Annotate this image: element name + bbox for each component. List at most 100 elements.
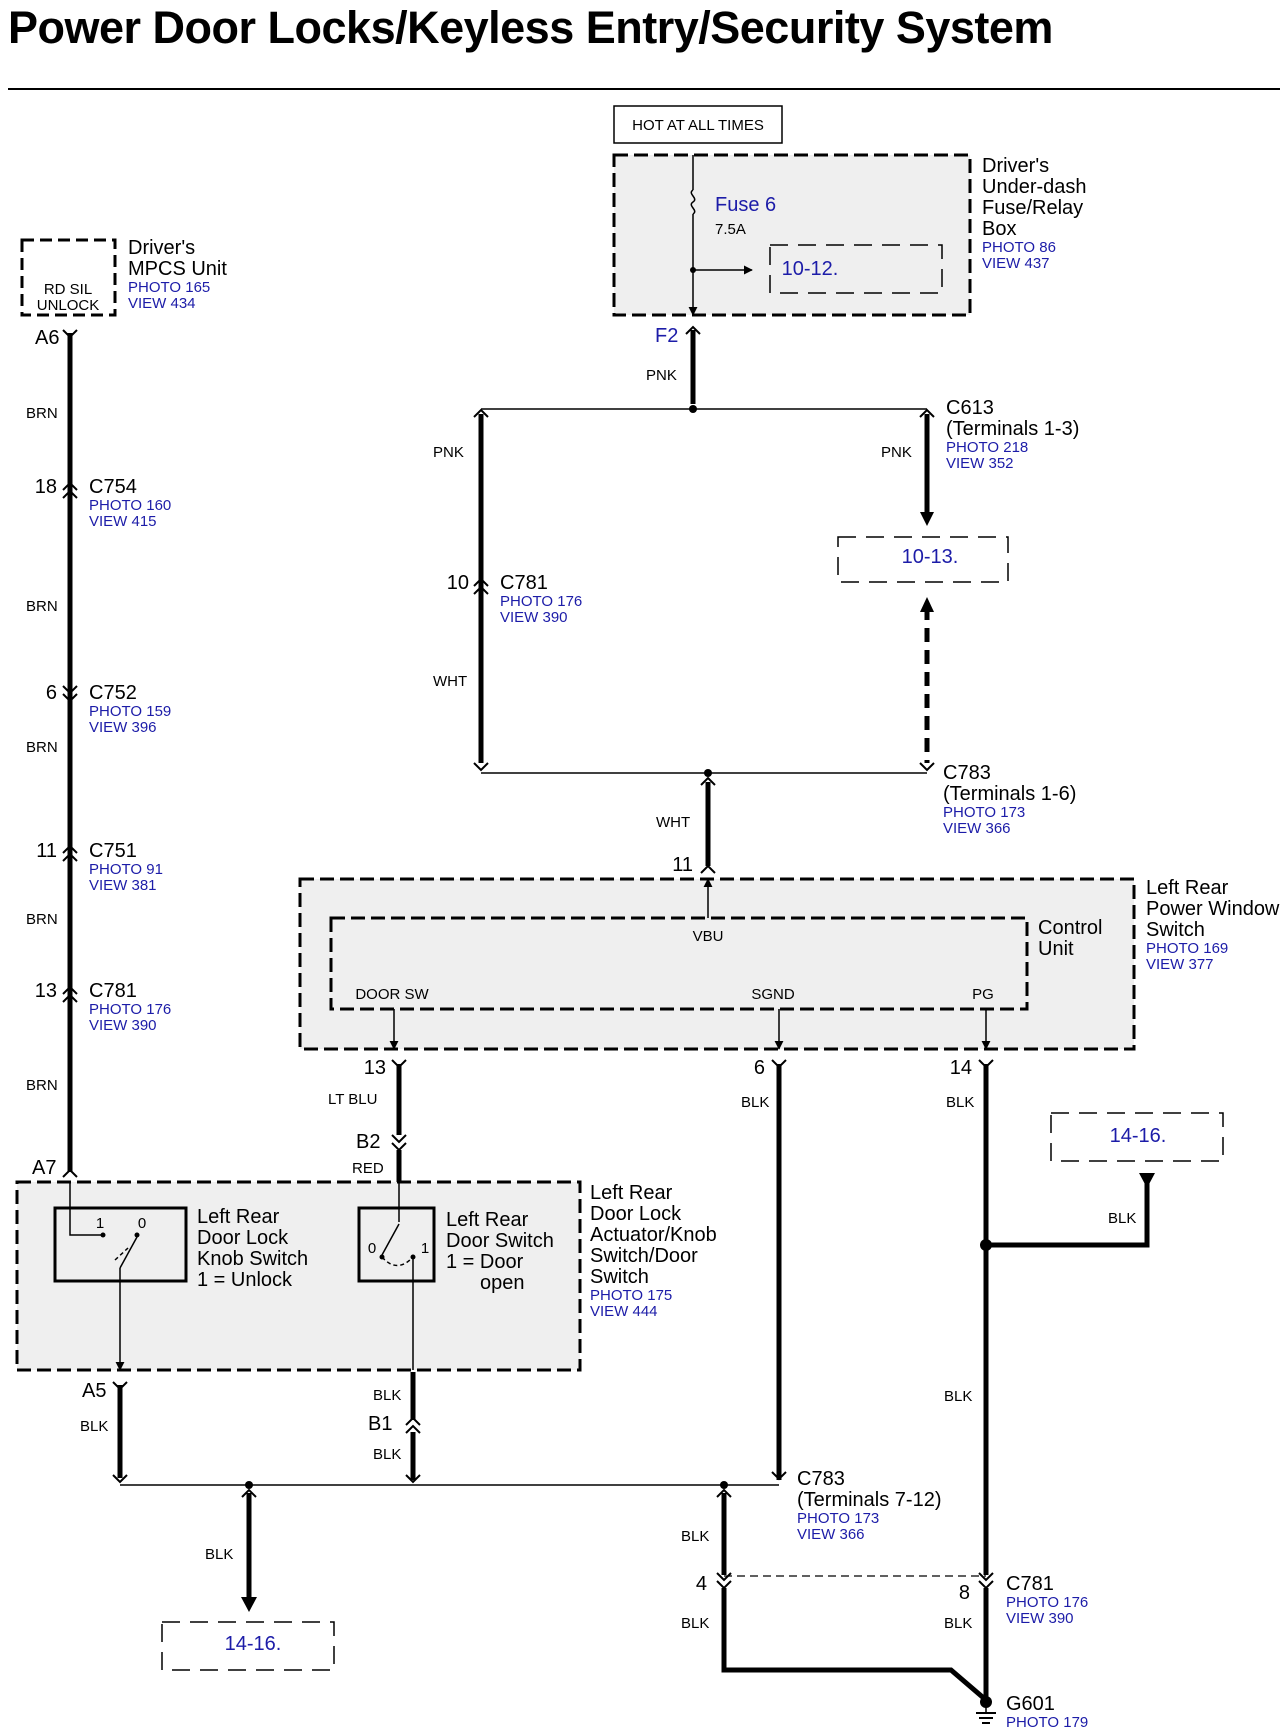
actuator-name-1: Left Rear	[590, 1182, 673, 1204]
wire-brn-label-3: BRN	[26, 739, 58, 756]
control-unit-label-2: Unit	[1038, 938, 1074, 960]
door-pos-0: 0	[368, 1240, 376, 1257]
window-switch-view[interactable]: VIEW 377	[1146, 956, 1214, 973]
control-unit-label-1: Control	[1038, 917, 1102, 939]
mpcs-terminal-a7: A7	[32, 1157, 56, 1179]
connector-b2-label: B2	[356, 1131, 380, 1153]
c783-bottom-view[interactable]: VIEW 366	[797, 1526, 865, 1543]
knob-switch-link	[114, 1247, 129, 1261]
window-switch-pin-14: 14	[950, 1057, 972, 1079]
c781-bottom-pin-right: 8	[959, 1582, 970, 1604]
door-switch-link	[381, 1256, 414, 1267]
c781-bottom-pin-left: 4	[696, 1573, 707, 1595]
sgnd-label: SGND	[751, 986, 795, 1003]
c783-bottom-photo[interactable]: PHOTO 173	[797, 1510, 879, 1527]
c613-view[interactable]: VIEW 352	[946, 455, 1014, 472]
mpcs-view[interactable]: VIEW 434	[128, 295, 196, 312]
blk-bus-down-end-2	[716, 1488, 732, 1498]
c781-left-view[interactable]: VIEW 390	[89, 1017, 157, 1034]
wire-brn-label-5: BRN	[26, 1077, 58, 1094]
g601-name: G601	[1006, 1693, 1055, 1715]
wire-blk-to-14-16	[986, 1182, 1150, 1248]
mpcs-unit-box	[20, 238, 117, 317]
mpcs-photo[interactable]: PHOTO 165	[128, 279, 210, 296]
c751-photo[interactable]: PHOTO 91	[89, 861, 163, 878]
knob-switch-name-2: Door Lock	[197, 1227, 289, 1249]
window-switch-pin-11: 11	[672, 854, 693, 876]
c781-bottom-photo[interactable]: PHOTO 176	[1006, 1594, 1088, 1611]
c781-mid-photo[interactable]: PHOTO 176	[500, 593, 582, 610]
mpcs-inner-2: UNLOCK	[37, 297, 100, 314]
actuator-view[interactable]: VIEW 444	[590, 1303, 658, 1320]
c783-top-photo[interactable]: PHOTO 173	[943, 804, 1025, 821]
window-switch-photo[interactable]: PHOTO 169	[1146, 940, 1228, 957]
wire-brn-label-4: BRN	[26, 911, 58, 928]
c781-mid-pin: 10	[447, 572, 469, 594]
c752-pin: 6	[46, 682, 57, 704]
pg-label: PG	[972, 986, 994, 1003]
connector-c783-bottom-end	[771, 1471, 787, 1481]
pnk-bus-left-end	[473, 408, 489, 418]
wire-blk-to-14-16-label: BLK	[1108, 1210, 1136, 1227]
wht-bus-mid-end	[700, 776, 716, 786]
c781-mid-name: C781	[500, 572, 548, 594]
ref-14-16-right[interactable]: 14-16.	[1110, 1125, 1167, 1147]
wht-bus-left-end	[473, 762, 489, 772]
ref-10-13-box	[837, 536, 1009, 583]
c781-left-photo[interactable]: PHOTO 176	[89, 1001, 171, 1018]
c613-terminals: (Terminals 1-3)	[946, 418, 1079, 440]
knob-switch-blade	[119, 1236, 138, 1269]
c752-photo[interactable]: PHOTO 159	[89, 703, 171, 720]
fuse-rating: 7.5A	[715, 221, 746, 238]
g601-photo[interactable]: PHOTO 179	[1006, 1714, 1088, 1731]
knob-switch-name-4: 1 = Unlock	[197, 1269, 293, 1291]
door-sw-label: DOOR SW	[355, 986, 429, 1003]
wire-blk-pg-label-1: BLK	[946, 1094, 974, 1111]
door-switch-name-4: open	[480, 1272, 525, 1294]
window-switch-pin-13: 13	[364, 1057, 386, 1079]
terminal-b1: B1	[368, 1413, 392, 1435]
c613-photo[interactable]: PHOTO 218	[946, 439, 1028, 456]
wire-brn-label-1: BRN	[26, 405, 58, 422]
connector-c781-bottom-left	[716, 1572, 732, 1590]
c751-pin: 11	[36, 840, 57, 862]
c754-photo[interactable]: PHOTO 160	[89, 497, 171, 514]
ref-14-16-bottom[interactable]: 14-16.	[225, 1633, 282, 1655]
connector-c781-left	[62, 985, 78, 1003]
wire-blk-sgnd-label: BLK	[741, 1094, 769, 1111]
c783-top-view[interactable]: VIEW 366	[943, 820, 1011, 837]
actuator-photo[interactable]: PHOTO 175	[590, 1287, 672, 1304]
blk-bus-left-end	[112, 1474, 128, 1484]
ref-10-13[interactable]: 10-13.	[902, 546, 959, 568]
fuse-box-name-3: Fuse/Relay	[982, 197, 1083, 219]
wire-blk-ground-right-label: BLK	[944, 1615, 972, 1632]
c751-view[interactable]: VIEW 381	[89, 877, 157, 894]
connector-c781-bottom-right	[978, 1572, 994, 1590]
c783-bottom-terminals: (Terminals 7-12)	[797, 1489, 941, 1511]
knob-contact-1	[100, 1232, 106, 1238]
c783-top-terminals: (Terminals 1-6)	[943, 783, 1076, 805]
vbu-label: VBU	[693, 928, 724, 945]
mpcs-terminal-a6: A6	[35, 327, 59, 349]
c754-name: C754	[89, 476, 137, 498]
mpcs-inner-1: RD SIL	[44, 281, 92, 298]
actuator-name-4: Switch/Door	[590, 1245, 698, 1267]
knob-contact-0	[134, 1232, 140, 1238]
c781-bottom-view[interactable]: VIEW 390	[1006, 1610, 1074, 1627]
c752-view[interactable]: VIEW 396	[89, 719, 157, 736]
door-switch-blade	[381, 1223, 400, 1256]
page-title: Power Door Locks/Keyless Entry/Security …	[8, 2, 1053, 53]
ref-10-12[interactable]: 10-12.	[782, 258, 839, 280]
c781-mid-view[interactable]: VIEW 390	[500, 609, 568, 626]
c754-view[interactable]: VIEW 415	[89, 513, 157, 530]
fuse-box-name-1: Driver's	[982, 155, 1049, 177]
fuse-box-name-4: Box	[982, 218, 1016, 240]
arrow-from-10-13	[920, 597, 934, 612]
wire-blk-c783-down-label: BLK	[681, 1528, 709, 1545]
mpcs-name-1: Driver's	[128, 237, 195, 259]
fuse-box-view[interactable]: VIEW 437	[982, 255, 1050, 272]
window-switch-name-1: Left Rear	[1146, 877, 1229, 899]
door-switch-name-3: 1 = Door	[446, 1251, 524, 1273]
terminal-f2: F2	[655, 325, 678, 347]
fuse-box-photo[interactable]: PHOTO 86	[982, 239, 1056, 256]
